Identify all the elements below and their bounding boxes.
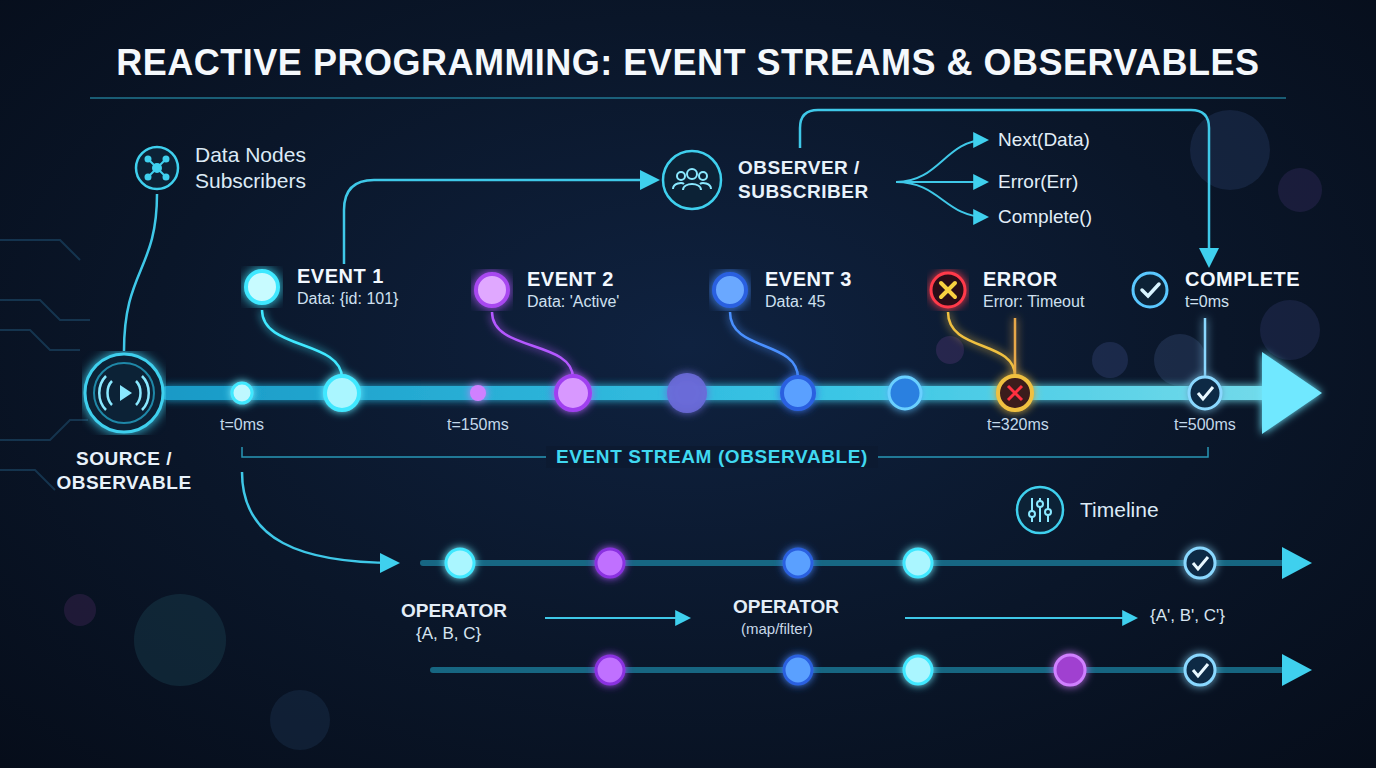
node-text-group: EVENT 1Data: {id: 101} [297,264,398,310]
node-heading: SOURCE / OBSERVABLE [39,447,209,495]
node-text-group: Timeline [1080,497,1159,523]
connector [124,194,157,351]
event-node: EVENT 1Data: {id: 101} [241,264,398,310]
node-icon [1129,269,1171,311]
node-heading: EVENT 3 [765,267,852,291]
event-node: ERRORError: Timeout [927,267,1084,313]
title: REACTIVE PROGRAMMING: EVENT STREAMS & OB… [0,42,1376,84]
node-detail: t=0ms [1185,291,1300,313]
event-node: OBSERVER / SUBSCRIBER [660,148,888,212]
value-set: {A', B', C'} [1150,606,1225,626]
operator-detail: (map/filter) [741,620,813,637]
time-tick: t=150ms [447,416,509,434]
node-text-group: Data Nodes Subscribers [195,142,335,194]
event-node: SOURCE / OBSERVABLE [39,351,209,495]
node-icon [927,269,969,311]
node-heading: ERROR [983,267,1084,291]
callback-label: Error(Err) [998,171,1078,193]
node-icon [660,148,724,212]
connector [344,180,656,264]
node-text-group: SOURCE / OBSERVABLE [39,447,209,495]
node-detail: Data: {id: 101} [297,288,398,310]
node-detail: Data: 'Active' [527,291,619,313]
node-text-group: ERRORError: Timeout [983,267,1084,313]
node-text-group: EVENT 3Data: 45 [765,267,852,313]
time-tick: t=500ms [1174,416,1236,434]
node-text-group: OBSERVER / SUBSCRIBER [738,156,888,204]
node-heading: COMPLETE [1185,267,1300,291]
node-heading: Data Nodes Subscribers [195,142,335,194]
node-icon [133,144,181,192]
node-heading: OBSERVER / SUBSCRIBER [738,156,888,204]
event-node: COMPLETEt=0ms [1129,267,1300,313]
node-icon [709,269,751,311]
event-node: EVENT 2Data: 'Active' [471,267,619,313]
event-node: Timeline [1014,484,1159,536]
node-icon [471,269,513,311]
node-text-group: EVENT 2Data: 'Active' [527,267,619,313]
node-icon [241,266,283,308]
value-set: {A, B, C} [416,624,481,644]
time-tick: t=0ms [220,416,264,434]
node-icon [1014,484,1066,536]
event-node: EVENT 3Data: 45 [709,267,852,313]
callback-label: Next(Data) [998,129,1090,151]
event-node: Data Nodes Subscribers [133,142,335,194]
node-heading: Timeline [1080,497,1159,523]
node-heading: EVENT 2 [527,267,619,291]
callback-label: Complete() [998,206,1092,228]
time-tick: t=320ms [987,416,1049,434]
operator-label: OPERATOR [401,600,507,622]
node-detail: Data: 45 [765,291,852,313]
operator-label: OPERATOR [733,596,839,618]
stream-label: EVENT STREAM (OBSERVABLE) [546,446,878,468]
node-detail: Error: Timeout [983,291,1084,313]
node-icon [82,351,166,435]
node-heading: EVENT 1 [297,264,398,288]
node-text-group: COMPLETEt=0ms [1185,267,1300,313]
